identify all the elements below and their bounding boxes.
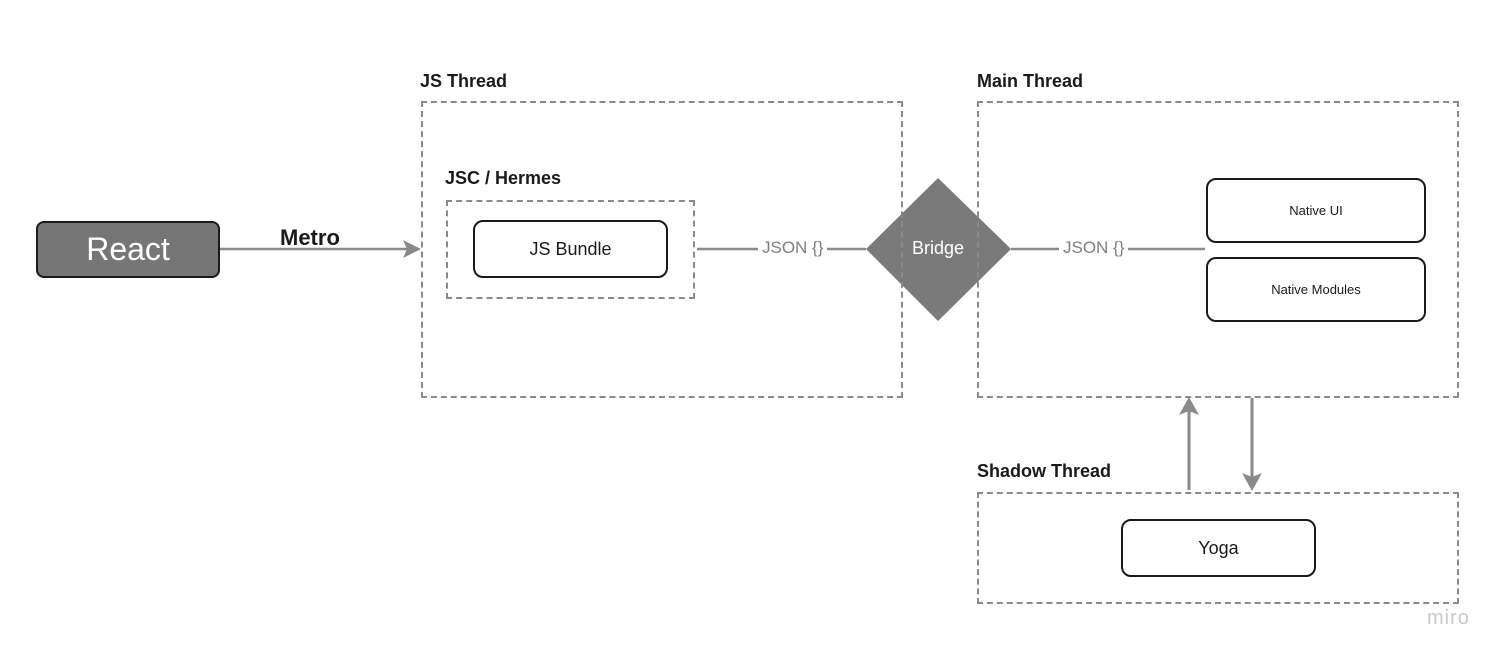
yoga-node: Yoga bbox=[1121, 519, 1316, 577]
react-label: React bbox=[86, 231, 170, 267]
native-modules-node: Native Modules bbox=[1206, 257, 1426, 322]
js-bundle-node: JS Bundle bbox=[473, 220, 668, 278]
main-thread-container bbox=[977, 101, 1459, 398]
jsc-hermes-label: JSC / Hermes bbox=[445, 168, 562, 188]
json-left-label: JSON {} bbox=[758, 238, 828, 258]
shadow-to-main-arrow-head bbox=[1179, 397, 1199, 415]
yoga-label: Yoga bbox=[1198, 537, 1239, 558]
js-thread-container bbox=[421, 101, 903, 398]
metro-arrow-head bbox=[403, 240, 421, 258]
bridge-label: Bridge bbox=[911, 238, 965, 258]
js-bundle-label: JS Bundle bbox=[529, 238, 612, 259]
main-to-shadow-arrow-head bbox=[1242, 473, 1262, 491]
jsc-hermes-container bbox=[446, 200, 695, 299]
miro-watermark: miro bbox=[1427, 607, 1470, 629]
shadow-thread-label: Shadow Thread bbox=[977, 461, 1112, 481]
json-right-label: JSON {} bbox=[1059, 238, 1129, 258]
main-thread-label: Main Thread bbox=[977, 71, 1084, 91]
native-ui-label: Native UI bbox=[1289, 203, 1343, 218]
native-ui-node: Native UI bbox=[1206, 178, 1426, 243]
shadow-thread-container bbox=[977, 492, 1459, 604]
js-thread-label: JS Thread bbox=[420, 71, 508, 91]
native-modules-label: Native Modules bbox=[1271, 282, 1361, 297]
react-node: React bbox=[36, 221, 220, 278]
metro-label: Metro bbox=[280, 225, 340, 250]
